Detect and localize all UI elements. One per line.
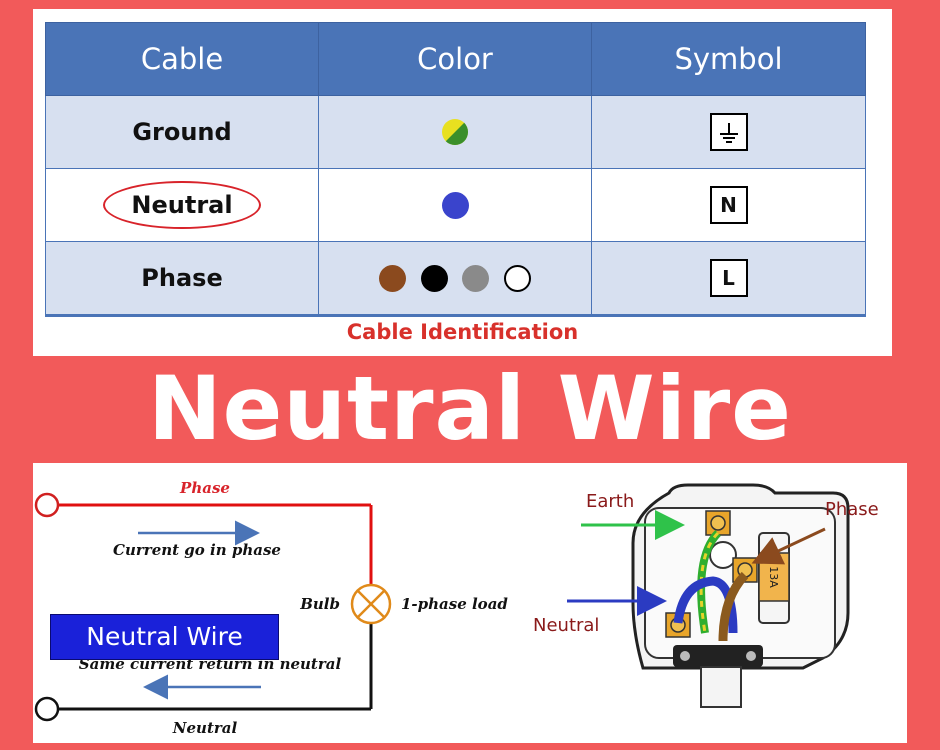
cell-cable: Phase <box>45 241 319 317</box>
ground-symbol-icon <box>709 113 748 151</box>
phase-symbol: L <box>709 259 748 297</box>
header-cable: Cable <box>45 22 319 96</box>
wiring-diagram: Phase Current go in phase Bulb 1-phase l… <box>34 479 879 737</box>
bulb-icon <box>350 583 392 625</box>
phase-arrow <box>751 527 826 565</box>
plug-phase-label: Phase <box>825 499 879 520</box>
header-color: Color <box>318 22 592 96</box>
plug-diagram: 13A <box>631 483 850 708</box>
bulb-label: Bulb <box>299 595 340 613</box>
plug-neutral-label: Neutral <box>533 615 599 636</box>
phase-terminal <box>34 492 60 518</box>
phase-color-dot-white <box>503 265 531 293</box>
table-header-row: Cable Color Symbol <box>45 22 866 96</box>
cell-color <box>318 95 592 169</box>
cell-cable: Ground <box>45 95 319 169</box>
load-label: 1-phase load <box>401 595 508 613</box>
phase-color-dot-black <box>420 265 448 293</box>
page-title: Neutral Wire <box>148 357 792 460</box>
plug-earth-label: Earth <box>586 491 634 512</box>
table-caption: Cable Identification <box>346 320 579 344</box>
phase-color-dot-grey <box>462 265 490 293</box>
current-in-label: Current go in phase <box>113 541 281 559</box>
neutral-terminal <box>34 696 60 722</box>
cell-symbol: N <box>591 168 866 242</box>
cable-name-neutral: Neutral <box>103 181 261 229</box>
phase-wire <box>58 503 373 585</box>
cable-table: Cable Color Symbol Ground <box>45 22 866 317</box>
table-row-phase: Phase L <box>45 241 866 317</box>
cable-identification-panel: Cable Color Symbol Ground <box>33 9 892 356</box>
cell-symbol: L <box>591 241 866 317</box>
fuse-label: 13A <box>767 566 780 588</box>
neutral-symbol: N <box>709 186 748 224</box>
cable-name-ground: Ground <box>132 118 232 146</box>
phase-color-dot-brown <box>379 265 407 293</box>
neutral-color-dot <box>441 192 469 220</box>
table-row-neutral: Neutral N <box>45 168 866 242</box>
cell-color <box>318 241 592 317</box>
circuit-neutral-label: Neutral <box>172 719 238 737</box>
cable-name-phase: Phase <box>141 264 223 292</box>
table-row-ground: Ground <box>45 95 866 169</box>
cell-cable: Neutral <box>45 168 319 242</box>
neutral-wire-box-label: Neutral Wire <box>50 614 279 660</box>
wiring-diagram-panel: Phase Current go in phase Bulb 1-phase l… <box>33 463 907 743</box>
neutral-wire <box>58 623 373 711</box>
ground-color-dot <box>442 119 469 146</box>
header-symbol: Symbol <box>591 22 866 96</box>
cell-symbol <box>591 95 866 169</box>
cell-color <box>318 168 592 242</box>
circuit-phase-label: Phase <box>179 479 230 497</box>
